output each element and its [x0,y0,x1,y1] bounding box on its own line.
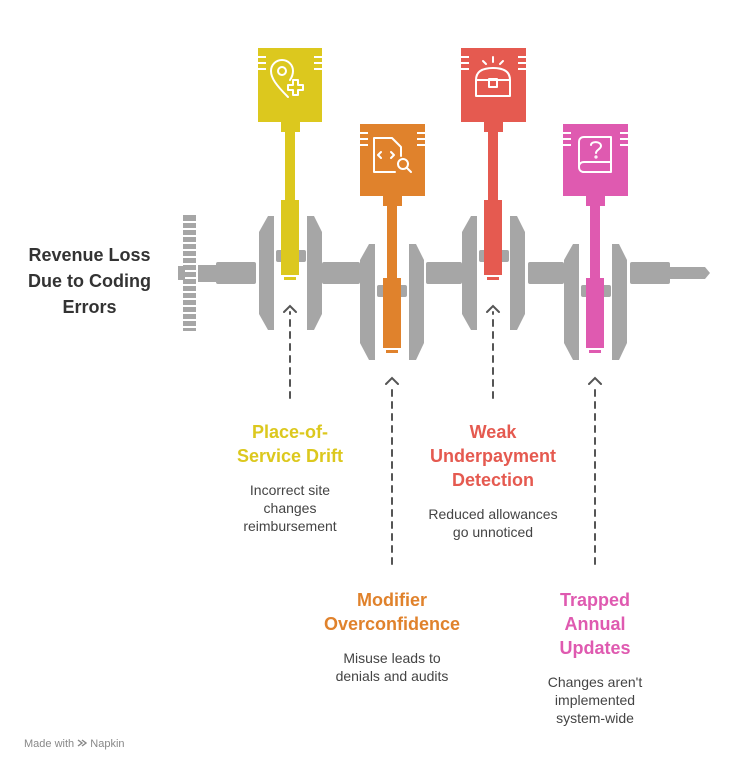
cause-title-line: Detection [451,470,534,490]
arrow-2 [385,376,399,565]
cause-title-line: Updates [559,638,631,658]
arrow-1 [283,304,297,399]
question-book-icon [578,136,612,173]
brand-label: Napkin [90,738,125,750]
cause-underpayment: Weak Underpayment Detection Reduced allo… [408,420,578,541]
cause-title: Place-of- Service Drift [215,420,365,468]
cause-description-line: Reduced allowances [428,506,558,522]
cause-title: Weak Underpayment Detection [408,420,578,492]
location-plus-icon [270,59,304,98]
cause-title-line: Overconfidence [323,614,461,634]
cause-description-line: go unnoticed [452,524,534,540]
cause-description: Reduced allowances go unnoticed [408,505,578,541]
piston-underpayment [461,48,526,280]
piston-modifier [360,124,425,353]
cause-title-line: Service Drift [236,446,344,466]
cause-description-line: changes [263,500,317,516]
cause-modifier: Modifier Overconfidence Misuse leads to … [302,588,482,685]
piston-annual-updates [563,124,628,353]
cause-description-line: denials and audits [335,668,449,684]
napkin-logo-icon [77,739,88,747]
cause-description: Misuse leads to denials and audits [302,649,482,685]
cause-title-line: Trapped [559,590,630,610]
cause-description-line: Misuse leads to [343,650,441,666]
cause-title: Trapped Annual Updates [520,588,670,660]
cause-description-line: Changes aren't [547,674,643,690]
piston-place-of-service [258,48,322,280]
cause-description-line: Incorrect site [249,482,331,498]
cause-title-line: Weak [469,422,517,442]
cause-description: Changes aren't implemented system-wide [520,673,670,727]
cause-title-line: Modifier [357,590,427,610]
gear [178,215,196,331]
cause-description-line: reimbursement [243,518,337,534]
arrows [283,304,602,565]
cause-annual-updates: Trapped Annual Updates Changes aren't im… [520,588,670,727]
cause-title-line: Place-of- [251,422,329,442]
arrow-3 [486,304,500,399]
crankshaft [178,215,710,360]
cause-place-of-service: Place-of- Service Drift Incorrect site c… [215,420,365,535]
made-with-label: Made with [24,738,75,750]
cause-title-line: Underpayment [429,446,557,466]
cause-title-line: Annual [564,614,626,634]
cause-description-line: implemented [554,692,636,708]
cause-description-line: system-wide [556,710,634,726]
footer: Made with Napkin [24,738,125,750]
main-title-text: Revenue Loss Due to Coding Errors [28,245,151,317]
arrow-4 [588,376,602,565]
cause-title: Modifier Overconfidence [302,588,482,636]
cause-description: Incorrect site changes reimbursement [215,481,365,535]
code-document-search-icon [373,137,412,173]
treasure-chest-icon [475,56,511,97]
main-title: Revenue Loss Due to Coding Errors [12,242,167,320]
